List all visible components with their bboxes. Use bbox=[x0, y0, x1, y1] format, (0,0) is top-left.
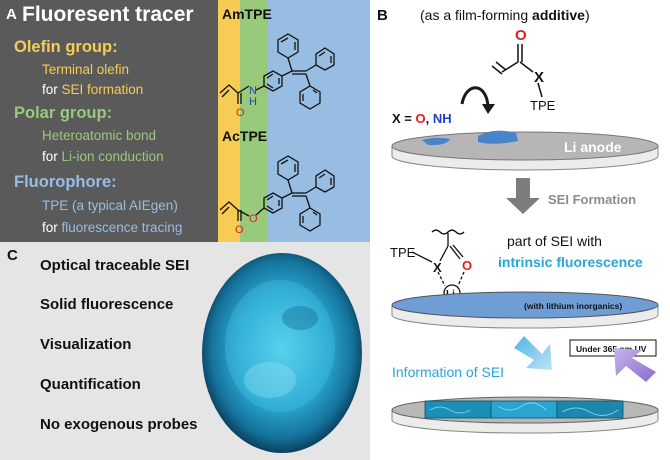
amtpe-structure: O N H bbox=[219, 33, 335, 119]
fluorescent-disc-photo bbox=[202, 253, 362, 453]
property-item: Visualization bbox=[40, 336, 132, 353]
property-item: No exogenous probes bbox=[40, 416, 198, 433]
panel-a-letter: A bbox=[6, 6, 17, 23]
sei-tpe: TPE bbox=[390, 245, 416, 260]
emission-arrow bbox=[514, 336, 552, 370]
panel-c-letter: C bbox=[7, 247, 18, 264]
sei-description-line2: intrinsic fluorescence bbox=[498, 254, 643, 270]
amtpe-oxygen: O bbox=[236, 107, 245, 119]
olefin-heading: Olefin group: bbox=[14, 38, 118, 56]
fluorophore-line2: for fluorescence tracing bbox=[42, 220, 182, 235]
olefin-line2: for SEI formation bbox=[42, 82, 143, 97]
additive-x: X bbox=[534, 69, 544, 86]
additive-oxygen: O bbox=[515, 27, 527, 44]
sei-oxygen: O bbox=[462, 258, 472, 273]
inorganics-label: (with lithium inorganics) bbox=[524, 301, 622, 311]
li-anode-label: Li anode bbox=[564, 139, 622, 155]
x-definition: X = O, NH bbox=[392, 111, 452, 126]
sei-x: X bbox=[433, 260, 442, 275]
polar-line2-prefix: for bbox=[42, 149, 62, 164]
sei-coordination-structure bbox=[411, 229, 465, 302]
fluorophore-line2-highlight: fluorescence tracing bbox=[61, 220, 183, 235]
actpe-oxygen-ester: O bbox=[249, 213, 258, 225]
olefin-line2-highlight: SEI formation bbox=[61, 82, 144, 97]
olefin-line2-prefix: for bbox=[42, 82, 62, 97]
uv-label: Under 365 nm UV bbox=[576, 344, 647, 354]
sei-description-line1: part of SEI with bbox=[507, 233, 602, 249]
li-anode-disk bbox=[391, 130, 659, 171]
sei-covered-disk bbox=[391, 291, 659, 329]
olefin-band bbox=[218, 0, 240, 242]
amtpe-label: AmTPE bbox=[222, 6, 272, 22]
fluorophore-line1: TPE (a typical AIEgen) bbox=[42, 198, 178, 213]
actpe-label: AcTPE bbox=[222, 128, 268, 144]
actpe-structure: O O bbox=[219, 155, 335, 236]
header-bold: additive bbox=[532, 7, 585, 23]
actpe-oxygen-carbonyl: O bbox=[235, 224, 244, 236]
polar-line2-highlight: Li-ion conduction bbox=[61, 149, 164, 164]
panel-b-diagram: O X TPE X = O, NH Li anode SEI Formation… bbox=[390, 27, 659, 434]
sei-formation-label: SEI Formation bbox=[548, 192, 636, 207]
olefin-line1: Terminal olefin bbox=[42, 62, 130, 77]
fluorophore-line2-prefix: for bbox=[42, 220, 62, 235]
amtpe-hydrogen: H bbox=[249, 96, 257, 108]
additive-tpe: TPE bbox=[530, 98, 556, 113]
property-item: Solid fluorescence bbox=[40, 296, 174, 313]
property-item: Optical traceable SEI bbox=[40, 257, 190, 274]
polar-band bbox=[240, 0, 268, 242]
panel-b-letter: B bbox=[377, 7, 388, 24]
sei-formation-arrow bbox=[506, 178, 540, 214]
curved-arrow-head bbox=[482, 104, 495, 114]
fluorophore-heading: Fluorophore: bbox=[14, 173, 117, 191]
additive-molecule bbox=[491, 44, 543, 98]
polar-heading: Polar group: bbox=[14, 104, 113, 122]
curved-arrow bbox=[460, 86, 490, 107]
panel-a-title: Fluoresent tracer bbox=[22, 3, 194, 26]
property-item: Quantification bbox=[40, 376, 141, 393]
header-suffix: ) bbox=[584, 7, 590, 23]
header-prefix: (as a film-forming bbox=[420, 7, 533, 23]
panel-b-header: (as a film-forming additive) bbox=[420, 7, 590, 23]
information-label: Information of SEI bbox=[392, 364, 504, 380]
uv-excitation-arrow bbox=[614, 348, 656, 382]
amtpe-nitrogen: N bbox=[249, 85, 257, 97]
polar-line1: Heteroatomic bond bbox=[42, 128, 157, 143]
fluorescence-disk bbox=[391, 396, 659, 434]
polar-line2: for Li-ion conduction bbox=[42, 149, 164, 164]
